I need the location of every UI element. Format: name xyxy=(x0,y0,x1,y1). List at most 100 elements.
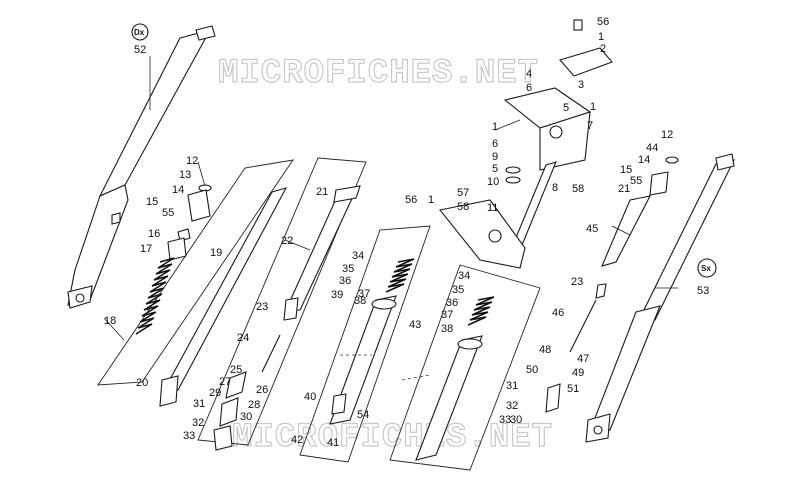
callout-43: 43 xyxy=(409,319,421,331)
callout-36: 36 xyxy=(446,297,458,309)
cartridge xyxy=(213,185,361,451)
callout-14: 14 xyxy=(638,154,650,166)
middle-slider xyxy=(329,295,397,425)
callout-56: 56 xyxy=(597,16,609,28)
callout-6: 6 xyxy=(526,82,532,94)
right-fork-spring xyxy=(135,257,175,335)
callout-25: 25 xyxy=(230,364,242,376)
callout-41: 41 xyxy=(327,437,339,449)
callout-58: 58 xyxy=(572,183,584,195)
callout-31: 31 xyxy=(506,380,518,392)
callout-labels: 56 1 2 4 6 3 5 1 7 1 6 9 5 10 8 58 57 58… xyxy=(104,16,709,449)
callout-37: 37 xyxy=(441,309,453,321)
callout-5: 5 xyxy=(563,102,569,114)
callout-53: 53 xyxy=(697,285,709,297)
callout-39: 39 xyxy=(331,289,343,301)
callout-51: 51 xyxy=(567,383,579,395)
callout-27: 27 xyxy=(219,376,231,388)
callout-32: 32 xyxy=(506,400,518,412)
damper-tube xyxy=(159,187,288,407)
callout-30: 30 xyxy=(240,411,252,423)
callout-33: 33 xyxy=(499,414,511,426)
frame-1 xyxy=(97,159,294,386)
right-middle-slider xyxy=(415,335,483,461)
watermark-top: MICROFICHES.NET xyxy=(218,55,539,93)
callout-37: 37 xyxy=(358,288,370,300)
callout-28: 28 xyxy=(248,399,260,411)
callout-18: 18 xyxy=(104,315,116,327)
callout-3: 3 xyxy=(578,79,584,91)
callout-8: 8 xyxy=(552,182,558,194)
callout-14: 14 xyxy=(172,184,184,196)
callout-20: 20 xyxy=(136,377,148,389)
right-fork-small-parts xyxy=(167,184,212,261)
callout-46: 46 xyxy=(552,307,564,319)
callout-34: 34 xyxy=(352,250,364,262)
callout-45: 45 xyxy=(586,223,598,235)
callout-55: 55 xyxy=(162,207,174,219)
callout-49: 49 xyxy=(572,367,584,379)
callout-38: 38 xyxy=(441,323,453,335)
steering-head-assembly xyxy=(439,19,613,269)
callout-57: 57 xyxy=(457,187,469,199)
middle-spring xyxy=(385,258,415,293)
leader-lines xyxy=(103,56,678,381)
right-fork-leg xyxy=(67,25,216,309)
callout-11: 11 xyxy=(487,202,498,214)
callout-34: 34 xyxy=(458,270,470,282)
callout-35: 35 xyxy=(342,263,354,275)
callout-52: 52 xyxy=(134,44,146,56)
callout-31: 31 xyxy=(193,398,205,410)
left-fork-small-parts xyxy=(545,156,679,413)
callout-38: 38 xyxy=(354,295,366,307)
callout-33: 33 xyxy=(183,430,195,442)
callout-12: 12 xyxy=(661,129,673,141)
right-middle-spring xyxy=(467,296,495,326)
callout-21: 21 xyxy=(618,183,630,195)
callout-42: 42 xyxy=(291,434,303,446)
callout-54: 54 xyxy=(357,409,369,421)
callout-58: 58 xyxy=(457,201,469,213)
callout-48: 48 xyxy=(539,344,551,356)
dx-side-marker xyxy=(131,23,149,41)
callout-12: 12 xyxy=(186,155,198,167)
watermark-bottom: MICROFICHES.NET xyxy=(232,419,553,457)
callout-56: 56 xyxy=(405,194,417,206)
callout-50: 50 xyxy=(526,364,538,376)
frame-3 xyxy=(299,225,431,463)
callout-1: 1 xyxy=(492,121,498,133)
callout-35: 35 xyxy=(452,284,464,296)
callout-7: 7 xyxy=(587,120,593,132)
callout-44: 44 xyxy=(646,142,658,154)
callout-29: 29 xyxy=(209,387,221,399)
callout-1: 1 xyxy=(590,101,596,113)
callout-6: 6 xyxy=(492,138,498,150)
callout-10: 10 xyxy=(487,176,499,188)
dx-label: Dx xyxy=(134,28,145,37)
callout-9: 9 xyxy=(492,151,498,163)
callout-24: 24 xyxy=(237,332,249,344)
callout-16: 16 xyxy=(148,228,160,240)
callout-47: 47 xyxy=(577,353,589,365)
callout-36: 36 xyxy=(339,275,351,287)
callout-2: 2 xyxy=(600,43,606,55)
callout-23: 23 xyxy=(571,276,583,288)
callout-32: 32 xyxy=(192,417,204,429)
callout-15: 15 xyxy=(620,164,632,176)
callout-55: 55 xyxy=(630,175,642,187)
callout-26: 26 xyxy=(256,384,268,396)
callout-13: 13 xyxy=(179,169,191,181)
callout-23: 23 xyxy=(256,301,268,313)
callout-22: 22 xyxy=(281,235,293,247)
callout-5: 5 xyxy=(492,163,498,175)
callout-19: 19 xyxy=(210,247,222,259)
sx-label: Sx xyxy=(701,264,711,273)
left-fork-leg xyxy=(585,153,736,443)
callout-15: 15 xyxy=(146,196,158,208)
callout-4: 4 xyxy=(526,68,532,80)
callout-1: 1 xyxy=(598,31,604,43)
callout-40: 40 xyxy=(304,391,316,403)
callout-1: 1 xyxy=(428,194,434,206)
callout-30: 30 xyxy=(510,414,522,426)
